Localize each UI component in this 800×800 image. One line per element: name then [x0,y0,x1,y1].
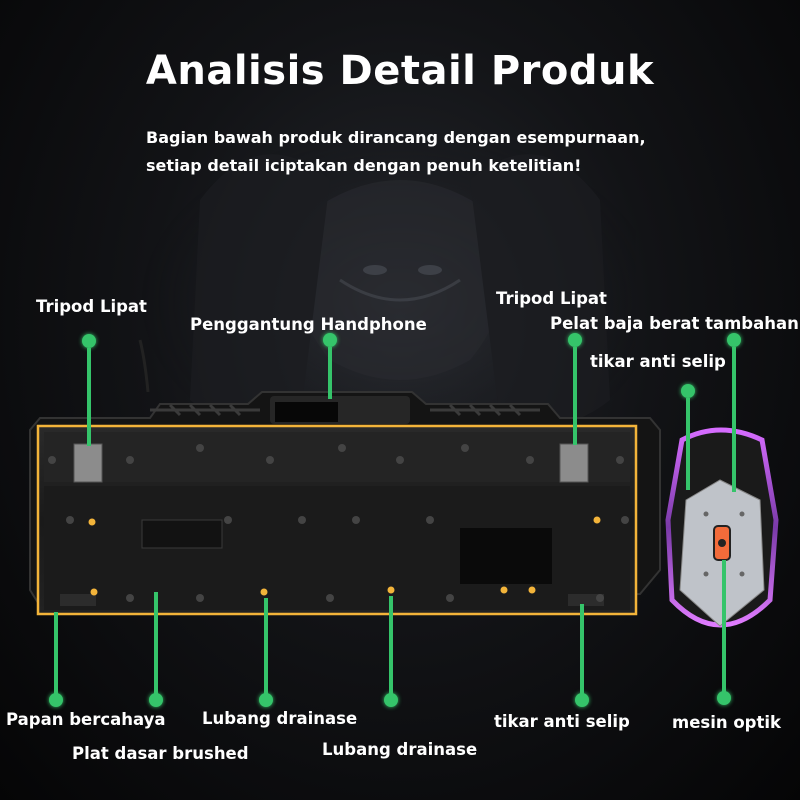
callout-label-phone-holder: Penggantung Handphone [190,315,427,334]
callout-line-optical-engine [722,560,726,692]
callout-line-brushed-base [154,592,158,694]
description-line-1: Bagian bawah produk dirancang dengan ese… [146,128,646,147]
callout-dot-tripod-right [568,333,582,347]
callout-label-steel-plate: Pelat baja berat tambahan [550,314,799,333]
callout-dot-anti-slip-top [681,384,695,398]
callout-dot-brushed-base [149,693,163,707]
callout-dot-anti-slip-bottom [575,693,589,707]
page-title: Analisis Detail Produk [145,48,655,94]
description-line-2: setiap detail iciptakan dengan penuh ket… [146,156,582,175]
callout-dot-steel-plate [727,333,741,347]
callout-label-drainage-1: Lubang drainase [202,709,358,728]
callout-dot-tripod-left [82,334,96,348]
callout-dot-phone-holder [323,333,337,347]
callout-line-tripod-left [87,348,91,446]
callout-line-drainage-2 [389,596,393,694]
callout-line-phone-holder [328,347,332,399]
callout-label-drainage-2: Lubang drainase [322,740,478,759]
callout-line-steel-plate [732,347,736,492]
callout-line-glow-board [54,612,58,694]
callout-line-drainage-1 [264,598,268,694]
keyboard-underside-illustration [29,339,661,616]
character-background-art [140,130,660,470]
callout-label-glow-board: Papan bercahaya [6,710,166,729]
callout-line-anti-slip-top [686,398,690,490]
callout-label-tripod-left: Tripod Lipat [36,297,147,316]
callout-dot-drainage-2 [384,693,398,707]
callout-label-optical-engine: mesin optik [672,713,782,732]
callout-label-anti-slip-bottom: tikar anti selip [494,712,630,731]
callout-label-brushed-base: Plat dasar brushed [72,744,249,763]
callout-label-tripod-right: Tripod Lipat [496,289,607,308]
callout-dot-drainage-1 [259,693,273,707]
callout-line-tripod-right [573,347,577,445]
callout-label-anti-slip-top: tikar anti selip [590,352,726,371]
mouse-underside-illustration [665,427,779,628]
callout-dot-optical-engine [717,691,731,705]
callout-dot-glow-board [49,693,63,707]
callout-line-anti-slip-bottom [580,604,584,694]
